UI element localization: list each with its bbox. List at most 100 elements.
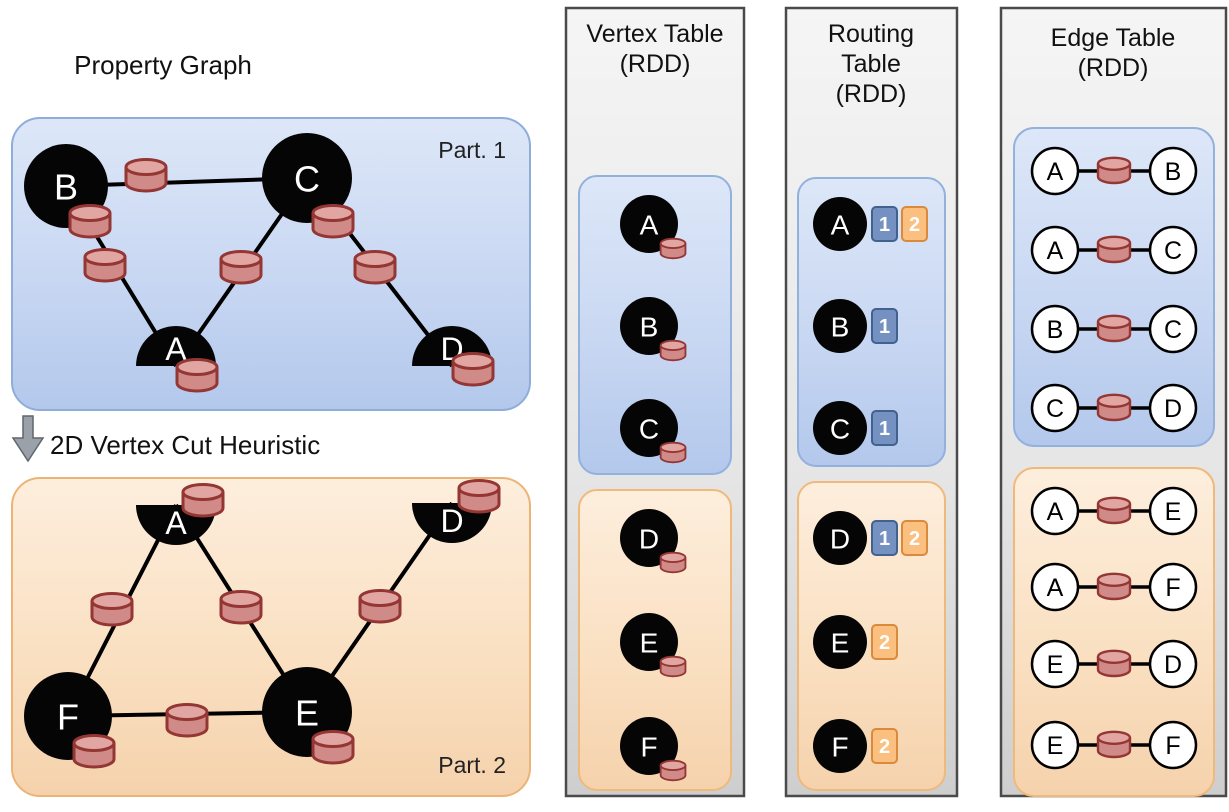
partition-1-label: Part. 1: [438, 137, 506, 163]
routing-entry-D: D 1 2: [813, 511, 928, 565]
vertex-table-entry: A: [620, 195, 687, 260]
vertex-table-title-1: Vertex Table: [586, 20, 723, 48]
edge-property-cylinder: [1096, 649, 1132, 678]
vertex-property-cylinder: [659, 655, 687, 678]
routing-entry-label: A: [831, 210, 850, 241]
vertex-property-cylinder: [659, 759, 687, 782]
edge-row: B C: [1030, 304, 1198, 354]
vertex-property-cylinder: [659, 339, 687, 362]
vertex-table-entry: B: [620, 297, 687, 362]
vertex-F-label: F: [57, 697, 79, 738]
edge-src-label: A: [1047, 237, 1064, 265]
vertex-property-cylinder: [659, 237, 687, 260]
vertex-property-cylinder: [659, 551, 687, 574]
edge-property-cylinder: [1096, 496, 1132, 525]
partition-badge-2: [901, 206, 928, 242]
edge-table-part1-box: [1013, 127, 1215, 447]
routing-entry-label: C: [830, 414, 850, 445]
partition-badge-2-number: 2: [909, 214, 920, 236]
edge-row: E F: [1030, 720, 1198, 770]
vertex-table-entry-label: A: [640, 210, 659, 241]
partition-badge-2-number: 2: [879, 632, 890, 654]
vertex-D-label: D: [440, 503, 463, 539]
edge-property-cylinder: [353, 250, 397, 285]
vertex-table-entry-label: E: [640, 628, 659, 659]
edge-dst-label: D: [1164, 395, 1182, 423]
vertex-property-cylinder: [311, 730, 355, 765]
edge-property-cylinder: [219, 590, 263, 625]
edge-dst-label: D: [1164, 651, 1182, 679]
partition-badge-1-number: 1: [879, 214, 890, 236]
edge-dst-label: F: [1165, 732, 1180, 760]
edge-row: E D: [1030, 639, 1198, 689]
routing-entry-E: E 2: [813, 615, 898, 669]
vertex-A-label: A: [165, 331, 187, 367]
edge-property-cylinder: [1096, 572, 1132, 601]
partition-badge-1: [871, 206, 898, 242]
vertex-table-entry: C: [620, 399, 687, 464]
vertex-table-title-2: (RDD): [620, 50, 691, 78]
edge-src-label: A: [1047, 158, 1064, 186]
vertex-property-cylinder: [72, 734, 116, 769]
edge-property-cylinder: [124, 158, 168, 193]
edge-table-title-1: Edge Table: [1051, 24, 1176, 52]
partition-badge-1: [871, 520, 898, 556]
vertex-property-cylinder: [181, 483, 225, 518]
partition-badge-2: [871, 728, 898, 764]
edge-row: A B: [1030, 146, 1198, 196]
edge-src-label: B: [1047, 316, 1064, 344]
edge-property-cylinder: [1096, 235, 1132, 264]
edge-dst-label: C: [1164, 237, 1182, 265]
down-arrow-icon: [11, 415, 45, 463]
vertex-table-entry: F: [620, 717, 687, 782]
edge-table: Edge Table (RDD) A B A C B C: [999, 6, 1228, 798]
edge-table-title-2: (RDD): [1078, 54, 1149, 82]
partition-badge-1-number: 1: [879, 418, 890, 440]
vertex-property-cylinder: [175, 358, 219, 393]
partition-badge-2-number: 2: [909, 528, 920, 550]
partition-badge-2: [871, 624, 898, 660]
routing-entry-F: F 2: [813, 719, 898, 773]
edge-dst-label: C: [1164, 316, 1182, 344]
partition-1: Part. 1 B C A D: [11, 117, 531, 411]
routing-table-title-1: Routing: [828, 20, 914, 48]
vertex-property-cylinder: [68, 204, 112, 239]
edge-dst-label: B: [1165, 158, 1182, 186]
edge-property-cylinder: [90, 592, 134, 627]
edge-row: C D: [1030, 383, 1198, 433]
partition-badge-1: [871, 410, 898, 446]
vertex-A-cut-top: A: [136, 326, 216, 367]
edge-dst-label: E: [1165, 498, 1182, 526]
edge-src-label: E: [1047, 651, 1064, 679]
routing-entry-B: B 1: [813, 299, 898, 353]
edge-property-cylinder: [165, 703, 209, 738]
vertex-cut-heuristic: 2D Vertex Cut Heuristic: [11, 415, 320, 463]
partition-2: Part. 2 A D F E: [11, 477, 531, 797]
routing-entry-C: C 1: [813, 401, 898, 455]
vertex-B-label: B: [54, 167, 78, 208]
routing-table-title-3: (RDD): [836, 80, 907, 108]
edge-src-label: E: [1047, 732, 1064, 760]
vertex-A-label: A: [165, 505, 187, 541]
vertex-C: C: [262, 133, 352, 223]
partition-2-label: Part. 2: [438, 752, 506, 778]
edge-property-cylinder: [358, 589, 402, 624]
vertex-table-entry-label: C: [639, 414, 659, 445]
edge-row: A F: [1030, 562, 1198, 612]
edge-src-label: C: [1046, 395, 1064, 423]
routing-entry-A: A 1 2: [813, 197, 928, 251]
partition-badge-1-number: 1: [879, 316, 890, 338]
partition-badge-2: [901, 520, 928, 556]
vertex-table-entry-label: B: [640, 312, 659, 343]
edge-row: A C: [1030, 225, 1198, 275]
vertex-property-cylinder: [659, 441, 687, 464]
routing-entry-label: D: [830, 524, 850, 555]
partition-badge-1-number: 1: [879, 528, 890, 550]
vertex-C-label: C: [294, 159, 320, 200]
routing-table: Routing Table (RDD) A 1 2 B 1 C 1 D: [784, 6, 959, 798]
edge-property-cylinder: [83, 248, 127, 283]
vertex-property-cylinder: [451, 352, 495, 387]
edge-table-part2-box: [1013, 467, 1215, 797]
edge-property-cylinder: [1096, 314, 1132, 343]
